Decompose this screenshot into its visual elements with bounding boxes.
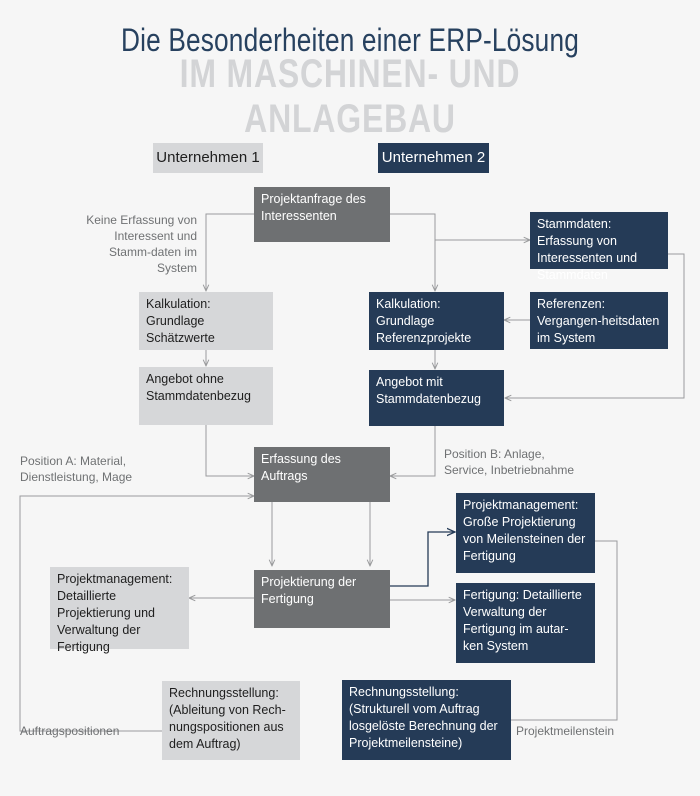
header-company-1: Unternehmen 1	[153, 143, 263, 173]
page-title: Die Besonderheiten einer ERP-Lösung	[121, 22, 579, 58]
box-stammdaten: Stammdaten: Erfassung von Interessenten …	[530, 212, 668, 282]
note-projektmeilenstein: Projektmeilenstein	[516, 724, 615, 738]
note-position-a: Position A: Material, Dienstleistung, Ma…	[20, 454, 133, 484]
box-kalkulation-referenzprojekte: Kalkulation: Grundlage Referenzprojekte	[369, 292, 504, 350]
box-projektierung-fertigung: Projektierung der Fertigung	[254, 570, 390, 628]
box-projektmanagement-meilensteine: Projektmanagement: Große Projektierung v…	[456, 493, 595, 573]
box-projektanfrage: Projektanfrage des Interessenten	[254, 187, 390, 242]
arrow-stammdaten-to-angebot2	[505, 253, 685, 398]
header-company-2: Unternehmen 2	[378, 143, 489, 173]
page-subtitle: IM MASCHINEN- UND ANLAGEBAU	[179, 52, 521, 141]
note-keine-erfassung: Keine Erfassung von Interessent und Stam…	[86, 213, 197, 275]
arrow-auftragspositionen-loop	[19, 496, 254, 732]
arrow-anfrage-to-kalk2	[389, 213, 435, 291]
box-erfassung-auftrag: Erfassung des Auftrags	[254, 447, 390, 502]
box-kalkulation-schaetzwerte: Kalkulation: Grundlage Schätzwerte	[139, 292, 273, 350]
box-fertigung-autark: Fertigung: Detaillierte Verwaltung der F…	[456, 583, 595, 663]
box-angebot-ohne-stammdaten: Angebot ohne Stammdatenbezug	[139, 367, 273, 425]
box-angebot-mit-stammdaten: Angebot mit Stammdatenbezug	[369, 370, 504, 426]
arrow-anfrage-to-kalk1	[206, 213, 254, 291]
arrow-angebot1-to-erfassung	[205, 425, 254, 476]
box-rechnungsstellung-meilensteine: Rechnungsstellung: (Strukturell vom Auft…	[342, 680, 511, 760]
arrow-projektierung-to-pm-right	[390, 532, 455, 587]
box-rechnungsstellung-auftrag: Rechnungsstellung: (Ableitung von Rech-n…	[162, 681, 300, 760]
arrow-projektmeilenstein-loop	[511, 540, 618, 721]
box-referenzen: Referenzen: Vergangen-heitsdaten im Syst…	[530, 292, 668, 349]
note-position-b: Position B: Anlage, Service, Inbetriebna…	[444, 447, 575, 477]
arrow-angebot2-to-erfassung	[390, 426, 436, 476]
note-auftragspositionen: Auftragspositionen	[20, 724, 120, 738]
box-projektmanagement-detailliert: Projektmanagement: Detaillierte Projekti…	[50, 567, 189, 654]
